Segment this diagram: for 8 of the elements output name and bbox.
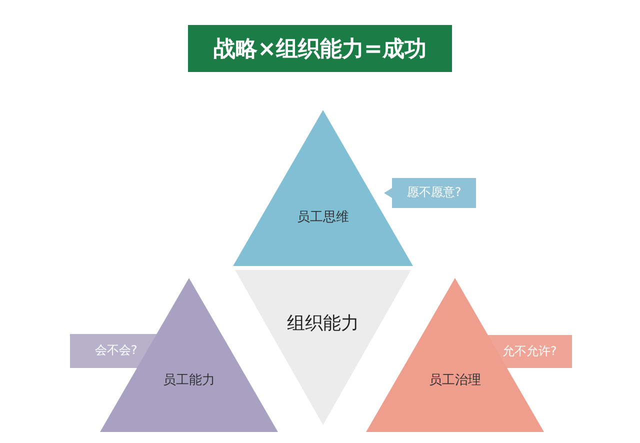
node-label: 员工治理 [428,373,482,390]
node-label: 愿不愿意? [406,185,462,201]
node-label: 员工能力 [162,373,216,390]
node-label: 组织能力 [286,312,360,336]
title-banner: 战略×组织能力=成功 [188,25,452,72]
node-label: 允不允许? [501,344,558,360]
node-label: 会不会? [94,343,138,359]
node-label: 员工思维 [296,210,350,227]
